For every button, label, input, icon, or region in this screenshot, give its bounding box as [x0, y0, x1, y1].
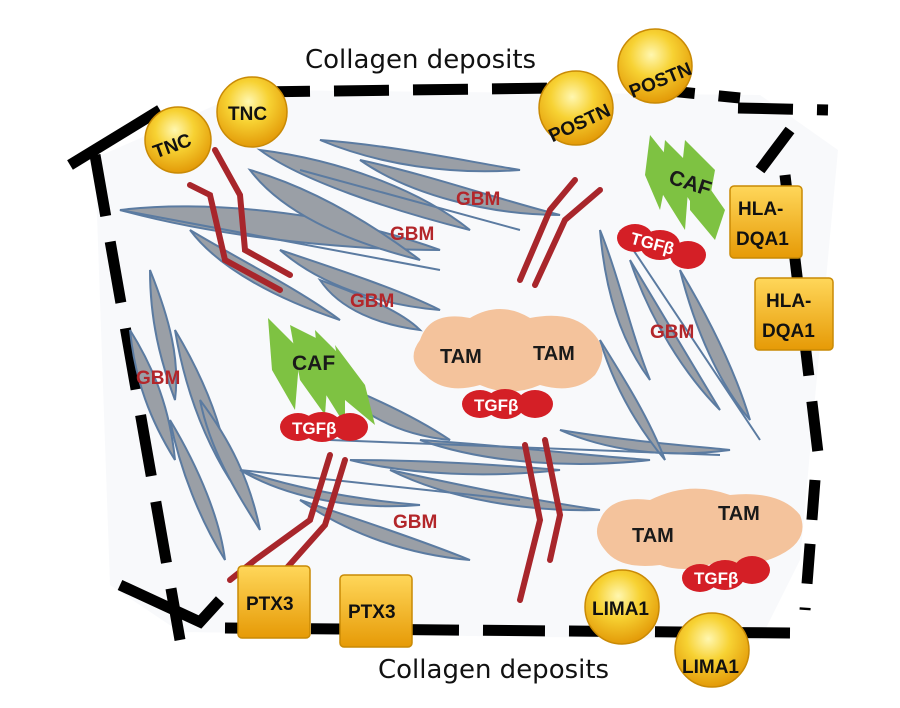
- lima1-marker: LIMA1: [584, 569, 660, 645]
- gbm-cell: [129, 329, 176, 461]
- tgfb-label: TGFβ: [292, 419, 336, 438]
- lima1-marker: LIMA1: [674, 612, 750, 688]
- hla-line2: DQA1: [736, 229, 789, 250]
- tgfb-label: TGFβ: [474, 396, 518, 415]
- gbm-cell: [199, 399, 261, 531]
- fiber-line: [619, 229, 761, 441]
- caption-top: Collagen deposits: [305, 45, 536, 75]
- gbm-cell: [349, 459, 561, 476]
- hla-line2: DQA1: [762, 321, 815, 342]
- hla-dqa1-marker: HLA- DQA1: [729, 185, 803, 259]
- tgfb-right: TGFβ: [617, 224, 706, 269]
- caption-bottom: Collagen deposits: [378, 655, 609, 685]
- gbm-label: GBM: [136, 368, 180, 389]
- caf-label: CAF: [292, 352, 335, 375]
- tgfb-bottom-right: TGFβ: [682, 556, 770, 592]
- frame-right-top: [737, 102, 829, 116]
- gbm-cell: [169, 419, 226, 561]
- gbm-label: GBM: [393, 512, 437, 533]
- gbm-cell: [279, 249, 441, 311]
- hla-line1: HLA-: [766, 291, 811, 312]
- tam-cluster-center: TAM TAM: [413, 309, 603, 392]
- gbm-cell: [599, 229, 651, 381]
- tam-label: TAM: [718, 503, 760, 525]
- vessel-top-left: [187, 147, 293, 293]
- gbm-label: GBM: [390, 224, 434, 245]
- gbm-cell: [299, 499, 471, 561]
- gbm-cell: [559, 429, 731, 455]
- tam-cluster-bottom-right: TAM TAM: [596, 488, 803, 569]
- tam-label: TAM: [440, 346, 482, 368]
- frame-top: [254, 82, 561, 98]
- gbm-cell: [256, 148, 471, 231]
- hla-line1: HLA-: [738, 199, 783, 220]
- frame-right-bottom: [799, 479, 821, 611]
- gbm-cell: [599, 339, 666, 461]
- hla-dqa1-marker: HLA- DQA1: [754, 277, 834, 351]
- vessel-bottom-center: [517, 437, 564, 603]
- postn-marker: POSTN: [617, 28, 695, 104]
- frame-right-upper: [755, 126, 795, 174]
- frame-left: [89, 154, 186, 641]
- tam-label: TAM: [632, 525, 674, 547]
- gbm-cell: [317, 277, 423, 332]
- tgfb-left: TGFβ: [280, 412, 368, 442]
- gbm-cell: [247, 168, 421, 261]
- ptx3-label: PTX3: [246, 594, 294, 615]
- vessel-top-center: [517, 177, 603, 288]
- tgfb-label: TGFβ: [694, 569, 738, 588]
- fiber-line: [299, 169, 521, 231]
- tnc-marker: TNC: [216, 76, 288, 148]
- gbm-label: GBM: [456, 189, 500, 210]
- gbm-cell: [629, 259, 721, 411]
- ptx3-marker: PTX3: [237, 565, 311, 639]
- gbm-cell: [679, 269, 751, 421]
- gbm-cell: [319, 139, 521, 173]
- frame-bottom-left: [117, 580, 225, 629]
- tam-label: TAM: [533, 343, 575, 365]
- fiber-line: [239, 469, 521, 501]
- lima1-label: LIMA1: [592, 599, 649, 620]
- frame-left-top: [67, 105, 163, 170]
- gbm-cell: [359, 159, 561, 216]
- gbm-label: GBM: [350, 291, 394, 312]
- gbm-cell: [189, 229, 341, 321]
- gbm-label: GBM: [650, 322, 694, 343]
- caf-cluster-left: CAF: [268, 318, 375, 425]
- tgfb-center: TGFβ: [462, 389, 553, 419]
- lima1-label: LIMA1: [682, 657, 739, 678]
- tnc-marker: TNC: [144, 106, 212, 174]
- gbm-labels: GBM GBM GBM GBM GBM GBM: [136, 189, 694, 533]
- ptx3-label: PTX3: [348, 602, 396, 623]
- caf-cluster-right: CAF: [645, 135, 725, 240]
- fiber-line: [119, 209, 441, 271]
- tnc-label: TNC: [228, 104, 267, 125]
- ptx3-marker: PTX3: [339, 574, 413, 648]
- gbm-cell: [149, 269, 178, 401]
